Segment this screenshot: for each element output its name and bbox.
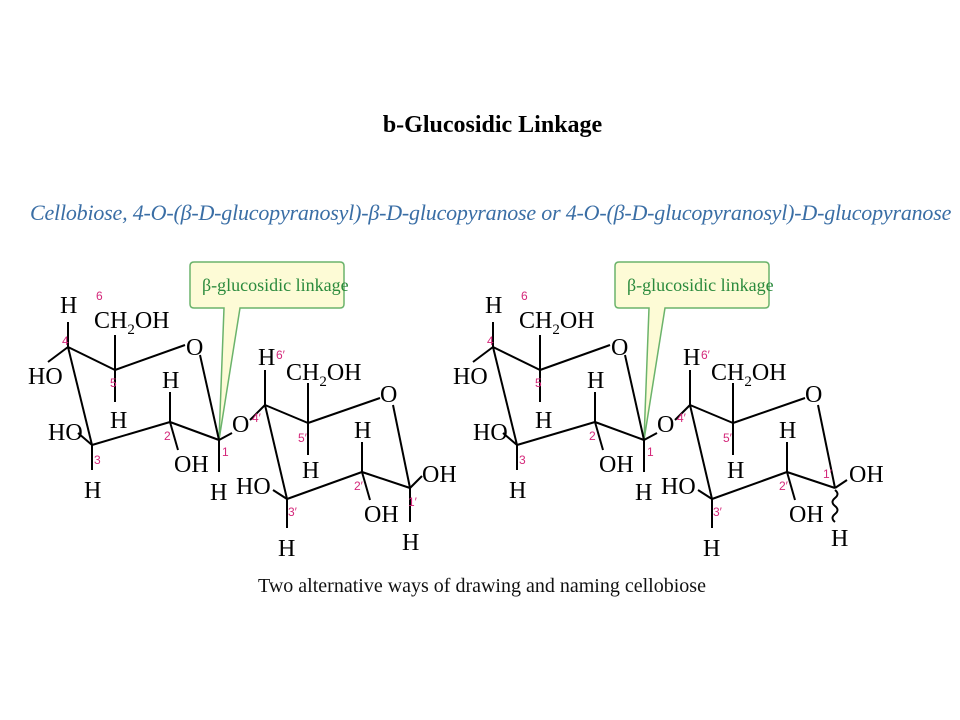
atom-OH: OH <box>849 462 884 488</box>
atom-H: H <box>587 368 604 394</box>
position-1-prime: 1′ <box>823 467 833 481</box>
position-2: 2 <box>164 429 171 443</box>
position-5: 5 <box>535 376 542 390</box>
atom-OH: OH <box>599 452 634 478</box>
atom-CH2OH: CH2OH <box>94 308 170 338</box>
atom-CH2OH: CH2OH <box>711 360 787 390</box>
atom-OH: OH <box>789 502 824 528</box>
atom-H: H <box>509 478 526 504</box>
beta-glucosidic-linkage-callout-left: β-glucosidic linkage <box>189 261 349 441</box>
atom-ring-O: O <box>186 335 203 361</box>
atom-H: H <box>485 293 502 319</box>
position-1-prime: 1′ <box>408 495 418 509</box>
atom-H: H <box>635 480 652 506</box>
cellobiose-systematic-names: Cellobiose, 4-O-(β-D-glucopyranosyl)-β-D… <box>30 200 952 225</box>
position-5: 5 <box>110 376 117 390</box>
position-1: 1 <box>647 445 654 459</box>
atom-H: H <box>278 536 295 562</box>
atom-glycosidic-O: O <box>232 412 249 438</box>
position-6: 6 <box>96 289 103 303</box>
atom-ring-O: O <box>611 335 628 361</box>
atom-H: H <box>60 293 77 319</box>
atom-HO: HO <box>661 474 696 500</box>
atom-H: H <box>162 368 179 394</box>
figure-caption: Two alternative ways of drawing and nami… <box>258 575 706 597</box>
atom-CH2OH: CH2OH <box>286 360 362 390</box>
atom-H: H <box>779 418 796 444</box>
position-2-prime: 2′ <box>779 479 789 493</box>
ring-1-bonds <box>47 322 233 472</box>
beta-glucosidic-linkage-callout-right: β-glucosidic linkage <box>614 261 774 441</box>
atom-HO: HO <box>28 364 63 390</box>
position-6: 6 <box>521 289 528 303</box>
position-5-prime: 5′ <box>723 431 733 445</box>
atom-H: H <box>210 480 227 506</box>
atom-H: H <box>831 526 848 552</box>
callout-label: β-glucosidic linkage <box>202 275 349 295</box>
atom-H: H <box>683 345 700 371</box>
atom-OH: OH <box>364 502 399 528</box>
position-6-prime: 6′ <box>701 348 711 362</box>
cellobiose-structure-right: β-glucosidic linkage <box>453 261 884 562</box>
position-1: 1 <box>222 445 229 459</box>
position-3: 3 <box>94 453 101 467</box>
cellobiose-structure-left: β-glucosidic linkage <box>28 261 457 562</box>
callout-label: β-glucosidic linkage <box>627 275 774 295</box>
position-4: 4 <box>62 334 69 348</box>
position-3: 3 <box>519 453 526 467</box>
page-title: b-Glucosidic Linkage <box>382 112 603 138</box>
position-2-prime: 2′ <box>354 479 364 493</box>
position-4-prime: 4′ <box>252 411 262 425</box>
ring-2-bonds <box>249 370 423 528</box>
atom-ring-O: O <box>380 382 397 408</box>
atom-HO: HO <box>236 474 271 500</box>
atom-H: H <box>727 458 744 484</box>
ring-1-bonds <box>472 322 658 472</box>
atom-ring-O: O <box>805 382 822 408</box>
atom-HO: HO <box>453 364 488 390</box>
position-4-prime: 4′ <box>677 411 687 425</box>
atom-CH2OH: CH2OH <box>519 308 595 338</box>
position-3-prime: 3′ <box>713 505 723 519</box>
atom-H: H <box>110 408 127 434</box>
position-6-prime: 6′ <box>276 348 286 362</box>
position-2: 2 <box>589 429 596 443</box>
atom-H: H <box>84 478 101 504</box>
atom-H: H <box>354 418 371 444</box>
position-3-prime: 3′ <box>288 505 298 519</box>
atom-H: H <box>302 458 319 484</box>
atom-H: H <box>535 408 552 434</box>
atom-HO: HO <box>48 420 83 446</box>
atom-H: H <box>258 345 275 371</box>
atom-HO: HO <box>473 420 508 446</box>
atom-OH: OH <box>174 452 209 478</box>
atom-H: H <box>703 536 720 562</box>
atom-H: H <box>402 530 419 556</box>
atom-OH: OH <box>422 462 457 488</box>
position-4: 4 <box>487 334 494 348</box>
atom-glycosidic-O: O <box>657 412 674 438</box>
position-5-prime: 5′ <box>298 431 308 445</box>
ring-2-bonds <box>674 370 848 528</box>
